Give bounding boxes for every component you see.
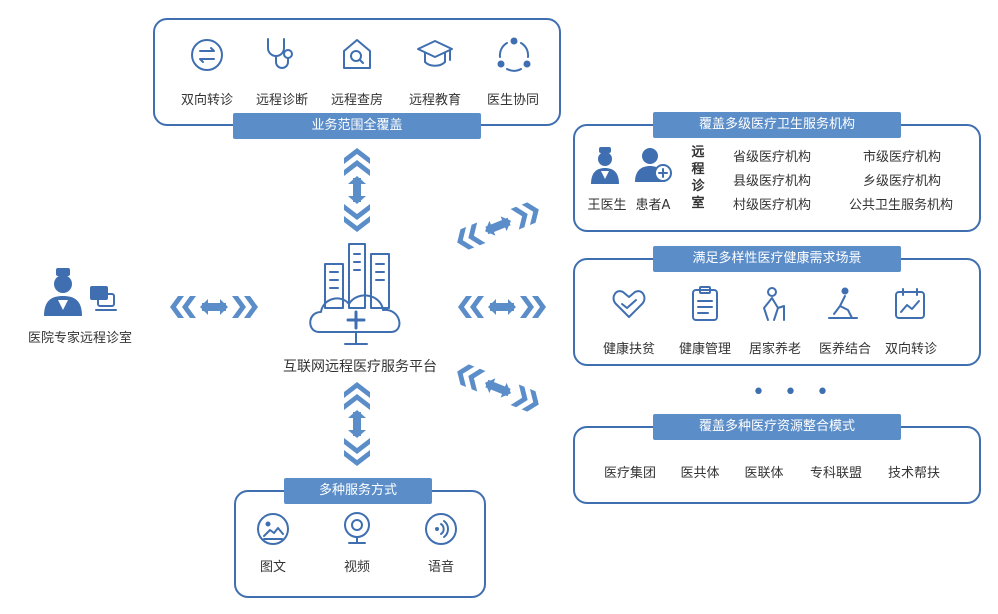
institution-2: 市级医疗机构 (862, 150, 941, 165)
institution-tag: 覆盖多级医疗卫生服务机构 (653, 112, 901, 138)
patient-icon (634, 146, 674, 190)
diagonal-arrow-down (452, 358, 544, 422)
institution-6: 公共卫生服务机构 (848, 198, 953, 213)
elder-care-icon (756, 286, 790, 326)
scenario-4-label: 医养结合 (818, 342, 871, 357)
integration-2: 医共体 (680, 466, 720, 481)
doctor-computer-icon (42, 264, 122, 324)
integration-4: 专科联盟 (809, 466, 862, 481)
scenario-2-label: 健康管理 (678, 342, 731, 357)
rehab-icon (826, 286, 860, 326)
house-search-icon (340, 37, 374, 75)
transfer-icon (190, 38, 224, 76)
diagonal-arrow-up (452, 196, 544, 260)
service-mode-tag: 多种服务方式 (284, 478, 432, 504)
voice-icon (424, 512, 458, 550)
cloud-hospital-icon (305, 240, 415, 354)
video-icon (340, 510, 374, 550)
integration-1: 医疗集团 (603, 466, 656, 481)
vertical-arrow-bottom (340, 380, 374, 472)
integration-3: 医联体 (744, 466, 784, 481)
stethoscope-icon (262, 36, 298, 76)
business-scope-tag: 业务范围全覆盖 (233, 113, 481, 139)
top-item-1-label: 双向转诊 (180, 93, 233, 108)
horizontal-arrow-right (456, 294, 548, 324)
bottom-item-1-label: 图文 (259, 560, 286, 575)
doctor-icon (590, 146, 620, 190)
ellipsis: • • • (752, 380, 835, 405)
doctor-label: 王医生 (587, 198, 627, 213)
top-item-2-label: 远程诊断 (255, 93, 308, 108)
image-text-icon (256, 512, 290, 550)
collaboration-icon (496, 36, 532, 76)
top-item-3-label: 远程查房 (330, 93, 383, 108)
calendar-chart-icon (894, 288, 926, 324)
platform-label: 互联网远程医疗服务平台 (283, 359, 437, 375)
vertical-arrow-top (340, 146, 374, 238)
bottom-item-2-label: 视频 (343, 560, 370, 575)
top-item-5-label: 医生协同 (486, 93, 539, 108)
integration-5: 技术帮扶 (887, 466, 940, 481)
institution-1: 省级医疗机构 (732, 150, 811, 165)
scenario-tag: 满足多样性医疗健康需求场景 (653, 246, 901, 272)
scenario-1-label: 健康扶贫 (602, 342, 655, 357)
scenario-3-label: 居家养老 (748, 342, 801, 357)
heart-hand-icon (612, 288, 646, 324)
top-item-4-label: 远程教育 (408, 93, 461, 108)
scenario-5-label: 双向转诊 (884, 342, 937, 357)
horizontal-arrow-left (168, 294, 260, 324)
integration-tag: 覆盖多种医疗资源整合模式 (653, 414, 901, 440)
business-scope-box (153, 18, 561, 126)
bottom-item-3-label: 语音 (427, 560, 454, 575)
institution-5: 村级医疗机构 (732, 198, 811, 213)
graduation-cap-icon (416, 38, 454, 74)
expert-room-label: 医院专家远程诊室 (27, 331, 132, 346)
institution-4: 乡级医疗机构 (862, 174, 941, 189)
clipboard-icon (690, 286, 720, 326)
institution-3: 县级医疗机构 (732, 174, 811, 189)
patient-label: 患者A (635, 198, 671, 213)
remote-room-label: 远程诊室 (691, 145, 705, 211)
